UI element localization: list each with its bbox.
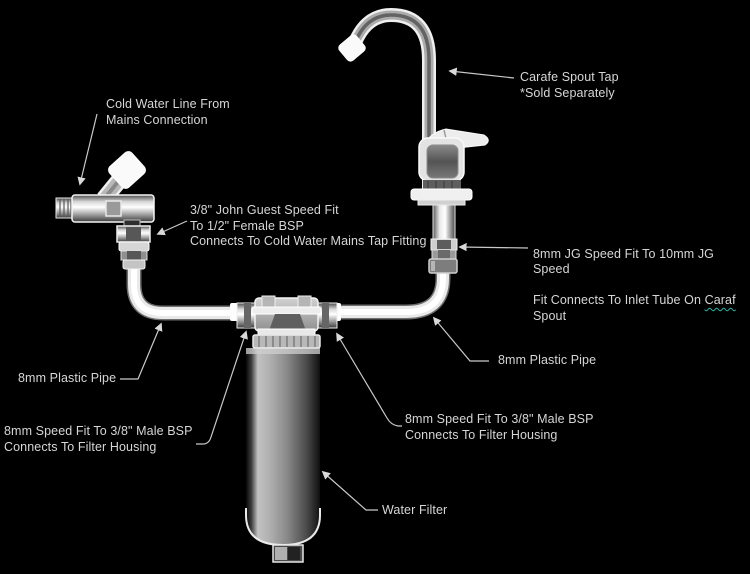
water-filter-housing — [230, 295, 341, 563]
label-water-filter: Water Filter — [382, 503, 448, 517]
leader-speedfit-left-arrow — [196, 330, 248, 445]
leader-lines — [77, 67, 529, 511]
label-carafe-spout-tap: Carafe Spout Tap *Sold Separately — [520, 70, 619, 100]
label-cold-water-line: Cold Water Line From Mains Connection — [106, 97, 230, 127]
leader-water-filter-arrow — [321, 470, 378, 511]
label-jg-8mm-line2: Fit Connects To Inlet Tube On Caraf Spou… — [533, 293, 736, 323]
carafe-spout-tap — [338, 7, 489, 274]
leader-pipe-right-arrow — [432, 316, 489, 362]
label-pipe-left: 8mm Plastic Pipe — [18, 371, 117, 385]
leader-speedfit-right-arrow — [336, 332, 402, 427]
label-jg-three-eighths: 3/8" John Guest Speed Fit To 1/2" Female… — [190, 203, 427, 248]
label-jg-8mm-line1: 8mm JG Speed Fit To 10mm JG Speed — [533, 246, 714, 277]
leader-jg-8mm-arrow — [458, 242, 529, 252]
leader-pipe-left-arrow — [120, 322, 163, 380]
leader-carafe-tap-arrow — [448, 67, 515, 79]
right-8mm-plastic-pipe — [334, 260, 451, 320]
jg-8mm-10mm-fitting — [428, 238, 458, 274]
label-jg-8mm: 8mm JG Speed Fit To 10mm JG Speed Fit Co… — [533, 231, 750, 340]
left-8mm-plastic-pipe — [126, 256, 246, 321]
aerator-tip — [338, 34, 366, 62]
branch-nut — [108, 151, 146, 189]
mains-connection-valve — [55, 151, 155, 270]
spellcheck-word: Caraf — [704, 293, 736, 307]
label-pipe-right: 8mm Plastic Pipe — [498, 353, 597, 367]
label-speedfit-left: 8mm Speed Fit To 3/8" Male BSP Connects … — [4, 424, 193, 454]
leader-jg-three-eighths-arrow — [156, 220, 188, 236]
label-speedfit-right: 8mm Speed Fit To 3/8" Male BSP Connects … — [405, 412, 594, 442]
leader-cold-water-arrow — [77, 113, 98, 186]
